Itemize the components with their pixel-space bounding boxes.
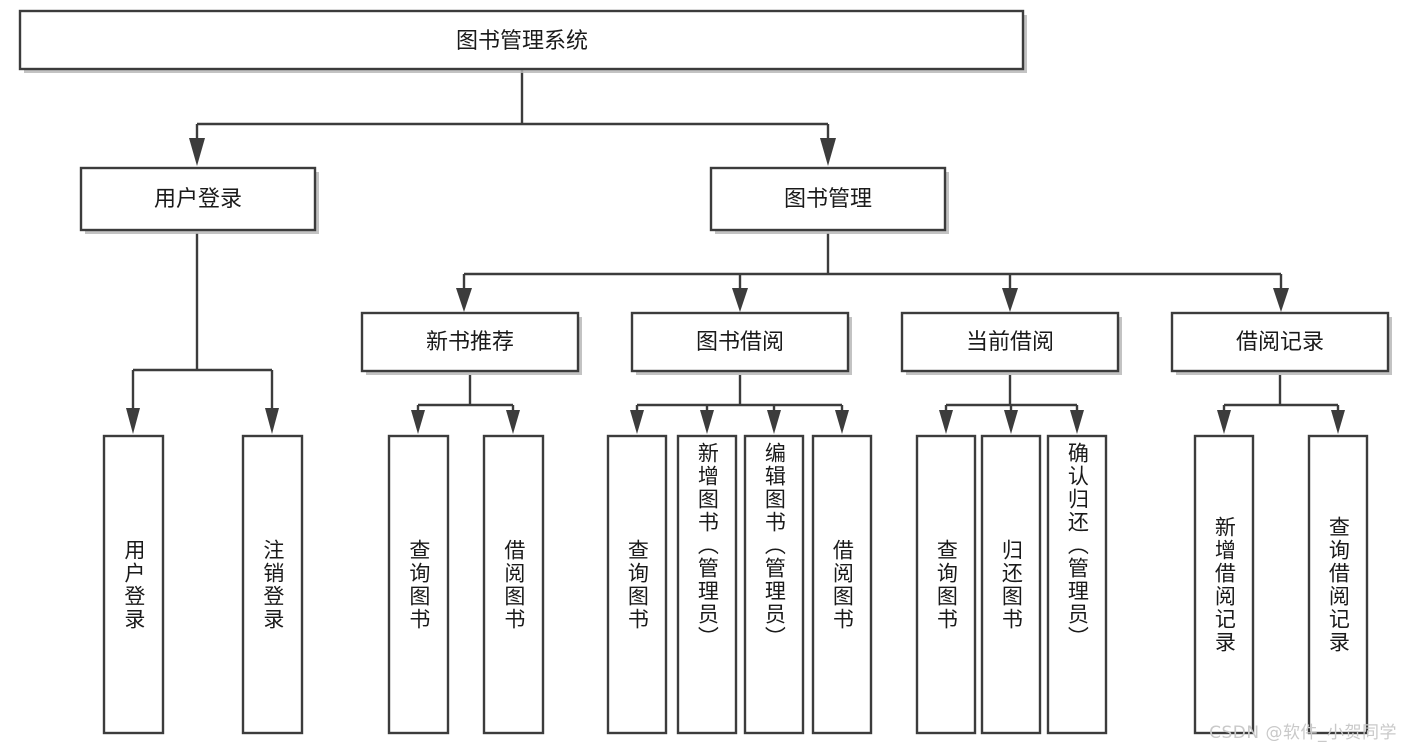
- leaf-rect-bookborrow-edit-book[interactable]: [743, 434, 805, 735]
- arrow-head-bookborrow-leaf-2: [700, 410, 714, 434]
- leaf-rect-add-borrow-record[interactable]: [1193, 434, 1255, 735]
- connector-group-root: [189, 70, 836, 166]
- arrow-head-to-borrow-record: [1273, 288, 1289, 312]
- node-user-login-label: 用户登录: [154, 187, 242, 212]
- node-new-book-label: 新书推荐: [426, 330, 514, 355]
- leaf-rect-newbook-borrow-book[interactable]: [482, 434, 545, 735]
- arrow-head-bookborrow-leaf-4: [835, 410, 849, 434]
- node-current-borrow-label: 当前借阅: [966, 330, 1054, 355]
- node-user-login-rect[interactable]: [79, 166, 317, 232]
- arrow-head-leaf-user-login: [126, 408, 140, 434]
- arrow-head-to-new-book: [456, 288, 472, 312]
- arrow-head-currentborrow-leaf-1: [939, 410, 953, 434]
- connector-group-borrow-record: [1217, 375, 1345, 434]
- arrow-head-bookborrow-leaf-3: [767, 410, 781, 434]
- arrow-head-to-current-borrow: [1002, 288, 1018, 312]
- arrow-head-borrowrecord-leaf-1: [1217, 410, 1231, 434]
- arrow-head-to-book-borrow: [732, 288, 748, 312]
- leaf-rect-bookborrow-add-book[interactable]: [676, 434, 738, 735]
- node-new-book-rect[interactable]: [360, 311, 580, 373]
- leaf-rect-user-login[interactable]: [102, 434, 165, 735]
- leaf-rect-bookborrow-borrow-book[interactable]: [811, 434, 873, 735]
- node-book-management-label: 图书管理: [784, 187, 872, 212]
- arrow-head-to-user-login: [189, 138, 205, 166]
- node-book-management-rect[interactable]: [709, 166, 947, 232]
- node-user-login[interactable]: 用户登录: [79, 166, 319, 234]
- arrow-head-borrowrecord-leaf-2: [1331, 410, 1345, 434]
- leaf-boxes-current-borrow: [915, 434, 1108, 735]
- node-new-book[interactable]: 新书推荐: [360, 311, 582, 375]
- arrow-head-leaf-logout: [265, 408, 279, 434]
- node-borrow-record-label: 借阅记录: [1236, 330, 1324, 355]
- watermark-text: CSDN @软件_小贺同学: [1209, 723, 1397, 743]
- leaf-rect-currentborrow-return-book[interactable]: [980, 434, 1042, 735]
- leaf-rect-newbook-query-book[interactable]: [387, 434, 450, 735]
- leaf-rect-query-borrow-record[interactable]: [1307, 434, 1369, 735]
- connector-group-new-book: [411, 375, 520, 434]
- leaf-boxes-borrow-record: [1193, 434, 1369, 735]
- node-current-borrow-rect[interactable]: [900, 311, 1120, 373]
- connector-group-book-borrow: [630, 375, 849, 434]
- connector-group-user-login: [126, 233, 279, 434]
- leaf-rect-bookborrow-query-book[interactable]: [606, 434, 668, 735]
- node-book-management[interactable]: 图书管理: [709, 166, 949, 234]
- arrow-head-bookborrow-leaf-1: [630, 410, 644, 434]
- arrow-head-to-book-management: [820, 138, 836, 166]
- leaf-boxes-user-login: [102, 434, 304, 735]
- leaf-rect-currentborrow-confirm-return[interactable]: [1046, 434, 1108, 735]
- connector-group-book-management: [456, 233, 1289, 312]
- arrow-head-newbook-leaf-2: [506, 410, 520, 434]
- leaf-boxes-book-borrow: [606, 434, 873, 735]
- node-book-borrow-rect[interactable]: [630, 311, 850, 373]
- node-book-borrow[interactable]: 图书借阅: [630, 311, 852, 375]
- arrow-head-currentborrow-leaf-3: [1070, 410, 1084, 434]
- node-root-rect[interactable]: [18, 9, 1025, 71]
- node-borrow-record-rect[interactable]: [1170, 311, 1390, 373]
- node-root-label: 图书管理系统: [456, 29, 588, 54]
- arrow-head-newbook-leaf-1: [411, 410, 425, 434]
- leaf-boxes-new-book: [387, 434, 545, 735]
- arrow-head-currentborrow-leaf-2: [1004, 410, 1018, 434]
- leaf-rect-currentborrow-query-book[interactable]: [915, 434, 977, 735]
- connector-group-current-borrow: [939, 375, 1084, 434]
- node-root[interactable]: 图书管理系统: [18, 9, 1027, 73]
- node-borrow-record[interactable]: 借阅记录: [1170, 311, 1392, 375]
- node-book-borrow-label: 图书借阅: [696, 330, 784, 355]
- node-current-borrow[interactable]: 当前借阅: [900, 311, 1122, 375]
- leaf-rect-logout[interactable]: [241, 434, 304, 735]
